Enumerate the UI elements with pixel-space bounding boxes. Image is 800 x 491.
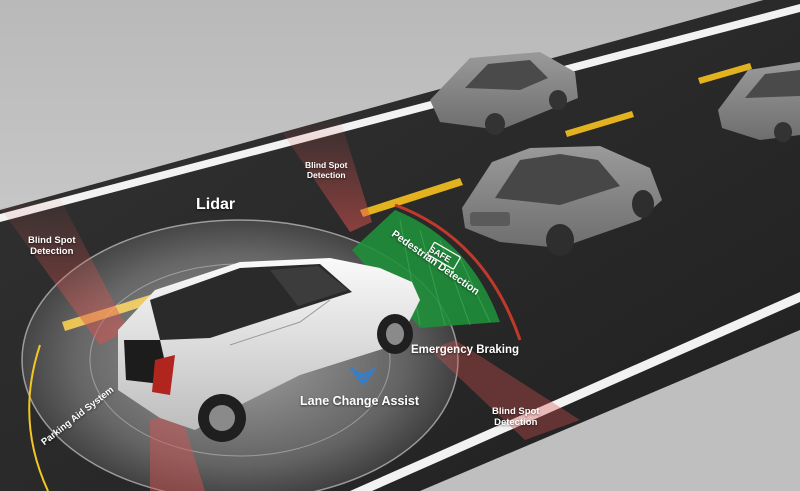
blind-spot-left-label: Blind Spot Detection [28, 235, 76, 257]
distant-car-right [718, 62, 800, 142]
middle-car [462, 146, 662, 256]
blind-spot-zone-rear [150, 412, 205, 491]
emergency-braking-arc [394, 203, 522, 341]
pedestrian-detection-zone [352, 210, 500, 328]
wireless-signal-icon [350, 367, 376, 382]
lane-change-assist-label: Lane Change Assist [300, 394, 420, 408]
blind-spot-bottom-label: Blind Spot Detection [492, 406, 540, 428]
distant-car-top [430, 52, 578, 135]
safe-badge-box [427, 241, 461, 270]
parking-aid-arc [28, 344, 49, 491]
blind-spot-zone-top [282, 118, 372, 232]
road-shoulder [420, 330, 800, 491]
top-edge-line [0, 4, 800, 222]
pedestrian-zone-stripes [399, 219, 491, 326]
main-car [118, 258, 420, 442]
blind-spot-top-label: Blind Spot Detection [305, 160, 348, 180]
blind-spot-zone-left [0, 198, 128, 345]
blind-spot-zone-bottom [430, 340, 580, 440]
bottom-edge-line [350, 292, 800, 491]
emergency-braking-label: Emergency Braking [411, 344, 520, 356]
lidar-label: Lidar [196, 196, 236, 213]
